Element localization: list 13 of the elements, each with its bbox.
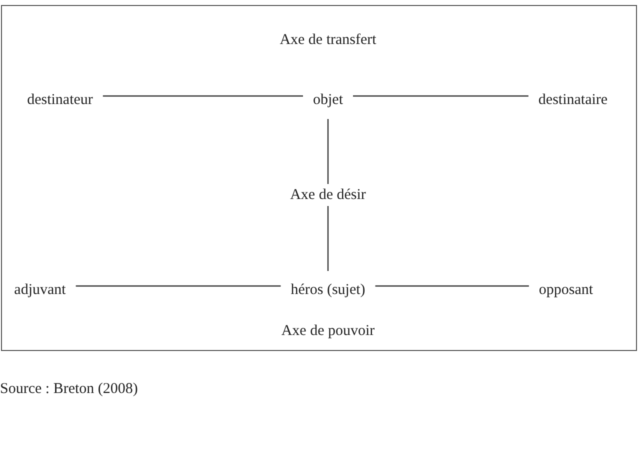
connector-line [375, 285, 529, 287]
actant-label: opposant [538, 281, 594, 299]
actant-label: objet [313, 91, 343, 109]
actant-label: héros (sujet) [290, 281, 366, 299]
actant-label: adjuvant [14, 281, 66, 299]
axis-label: Axe de pouvoir [281, 322, 375, 340]
source-caption: Source : Breton (2008) [0, 381, 138, 398]
actant-label: destinateur [27, 91, 93, 109]
connector-line [102, 95, 303, 97]
axis-label: Axe de transfert [280, 31, 376, 49]
connector-line [353, 95, 528, 97]
actant-label: destinataire [538, 91, 608, 109]
connector-line [76, 285, 281, 287]
